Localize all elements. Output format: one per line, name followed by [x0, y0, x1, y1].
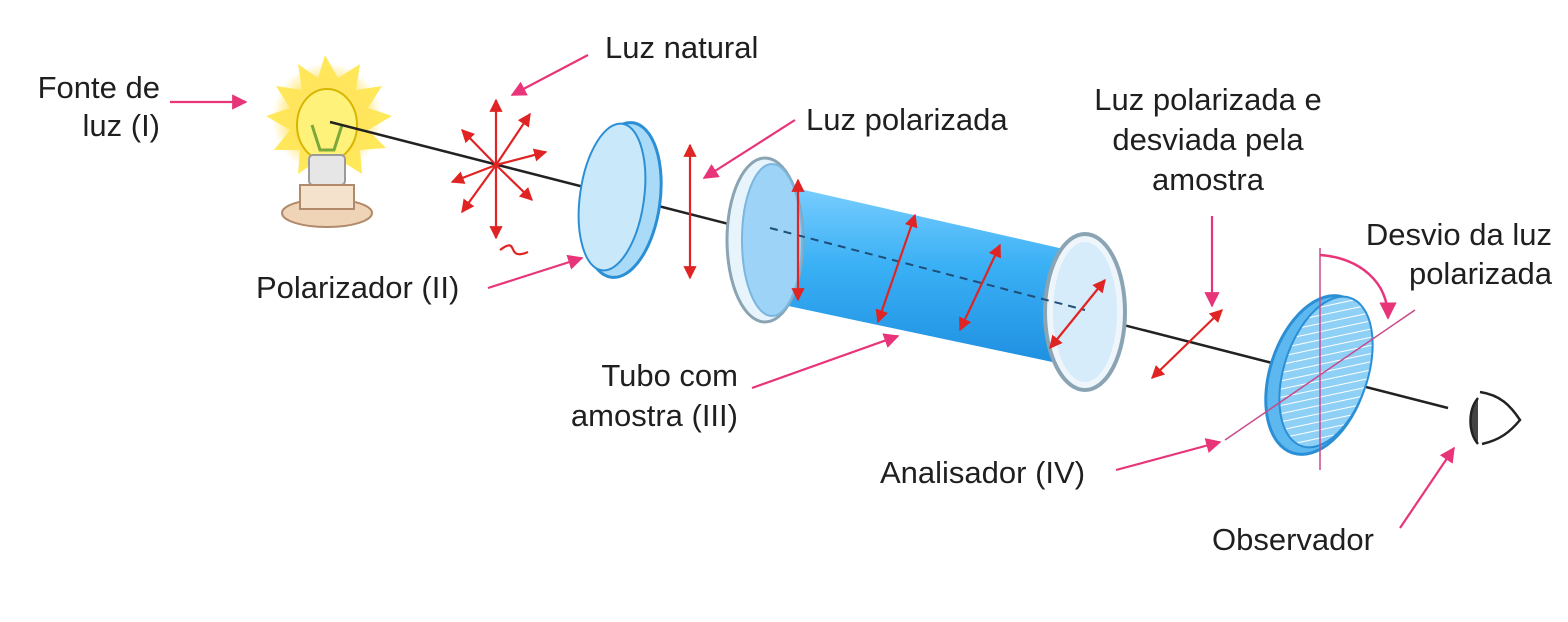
- sample-tube-label: Tubo com: [601, 358, 738, 393]
- eye-icon: [1469, 390, 1522, 446]
- deviation-label-line2: polarizada: [1409, 256, 1553, 291]
- polarizer-label: Polarizador (II): [256, 270, 459, 305]
- analyzer-disc: [1224, 248, 1416, 470]
- polarized-light-label: Luz polarizada: [806, 102, 1008, 137]
- labels: Fonte de luz (I) Luz natural Luz polariz…: [38, 30, 1553, 557]
- light-source-label: Fonte de: [38, 70, 160, 105]
- deviated-light-arrow: [1151, 309, 1223, 379]
- sample-tube-label-line2: amostra (III): [571, 398, 738, 433]
- pointer-arrows: [170, 54, 1455, 529]
- observer-label: Observador: [1212, 522, 1374, 557]
- sample-tube: [725, 156, 1127, 392]
- polarizer-disc: [577, 121, 663, 279]
- deviation-label: Desvio da luz: [1366, 217, 1552, 252]
- polarized-deviated-label-line2: desviada pela: [1112, 122, 1304, 157]
- polarized-deviated-label-line3: amostra: [1152, 162, 1265, 197]
- light-source-label-line2: luz (I): [83, 108, 161, 143]
- natural-light-arrows: [450, 98, 548, 256]
- natural-light-label: Luz natural: [605, 30, 758, 65]
- polarized-deviated-label: Luz polarizada e: [1094, 82, 1322, 117]
- analyzer-label: Analisador (IV): [880, 455, 1085, 490]
- light-bulb-icon: [266, 55, 392, 228]
